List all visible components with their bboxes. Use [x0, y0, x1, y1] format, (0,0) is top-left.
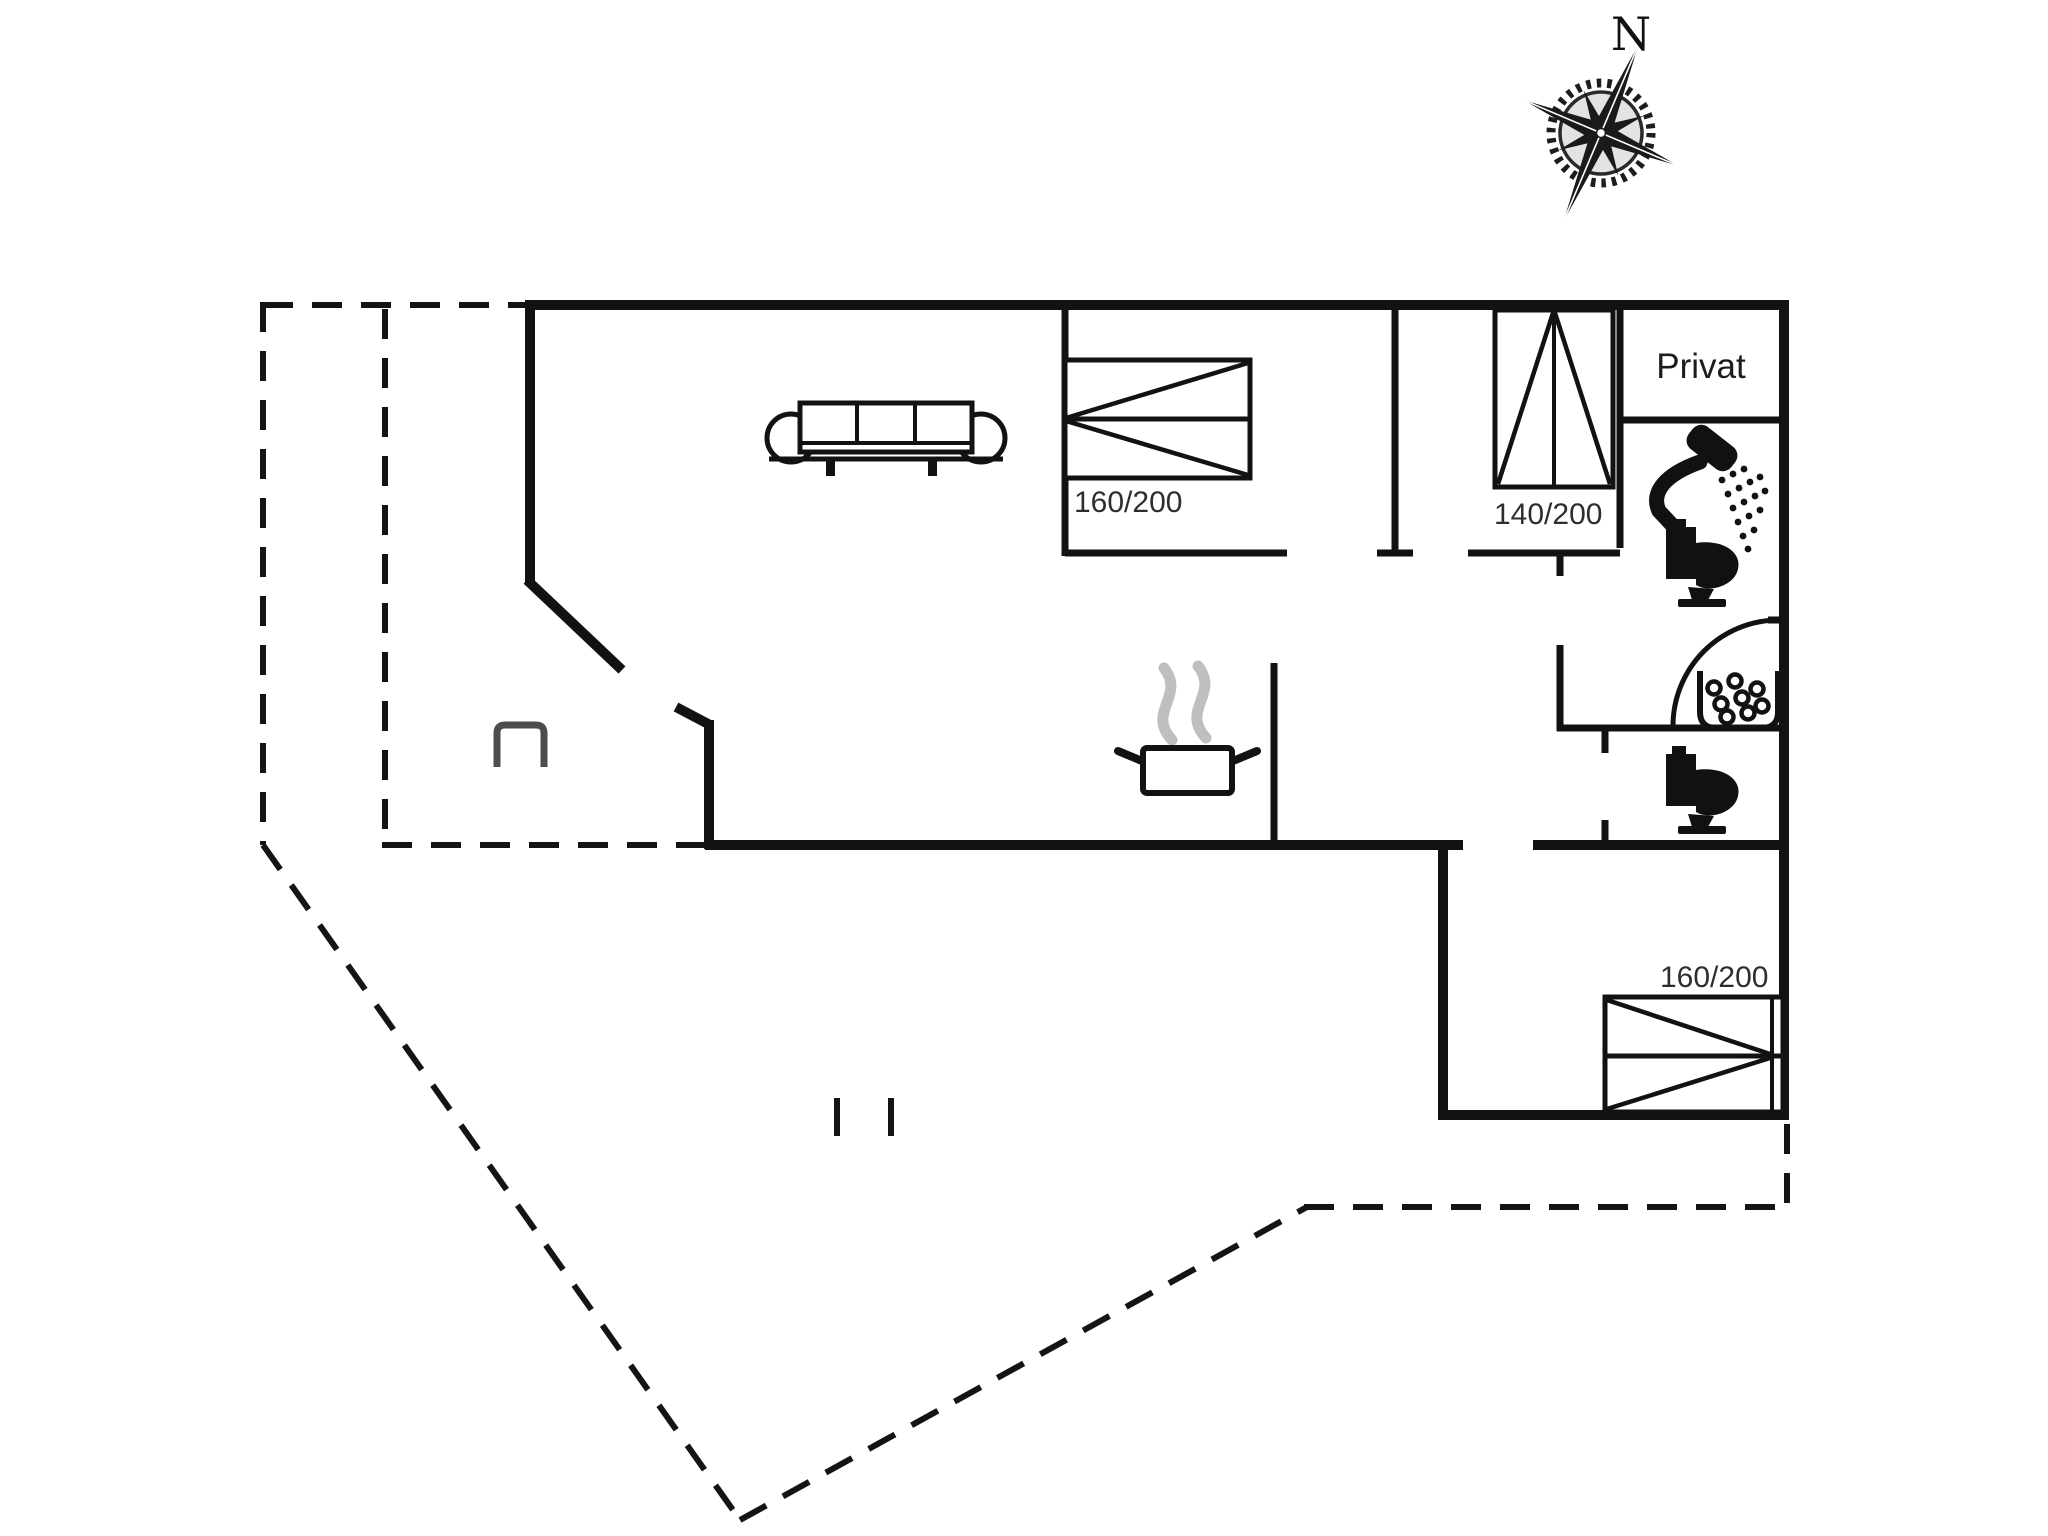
sofa-icon: [764, 400, 1008, 476]
compass-rose-icon: [1523, 44, 1679, 222]
north-label: N: [1611, 7, 1651, 61]
bed-size-label-bottom: 160/200: [1660, 961, 1768, 994]
single-bed-icon: [1602, 994, 1786, 1115]
steam-icon: [1157, 660, 1212, 746]
door-swing-arc: [1670, 617, 1780, 727]
outer-walls: [523, 300, 1789, 1120]
double-bed-icon: [1062, 357, 1253, 481]
washing-basin-icon: [1697, 671, 1781, 731]
terrace-dashed-outline: [260, 302, 1790, 1523]
bed-size-label-top: 160/200: [1074, 486, 1182, 519]
toilet-icon: [1666, 519, 1739, 607]
terrace-entry-marks: [834, 1098, 894, 1136]
toilet-icon: [1666, 746, 1739, 834]
cooking-pot-icon: [1114, 745, 1261, 796]
bed-size-label-wardrobe: 140/200: [1494, 498, 1602, 531]
shower-spray-dots: [1718, 465, 1769, 553]
fireplace-icon: [493, 721, 548, 767]
vertical-bed-icon: [1492, 307, 1616, 490]
privat-room-label: Privat: [1656, 347, 1746, 386]
shower-icon: [1649, 424, 1769, 553]
